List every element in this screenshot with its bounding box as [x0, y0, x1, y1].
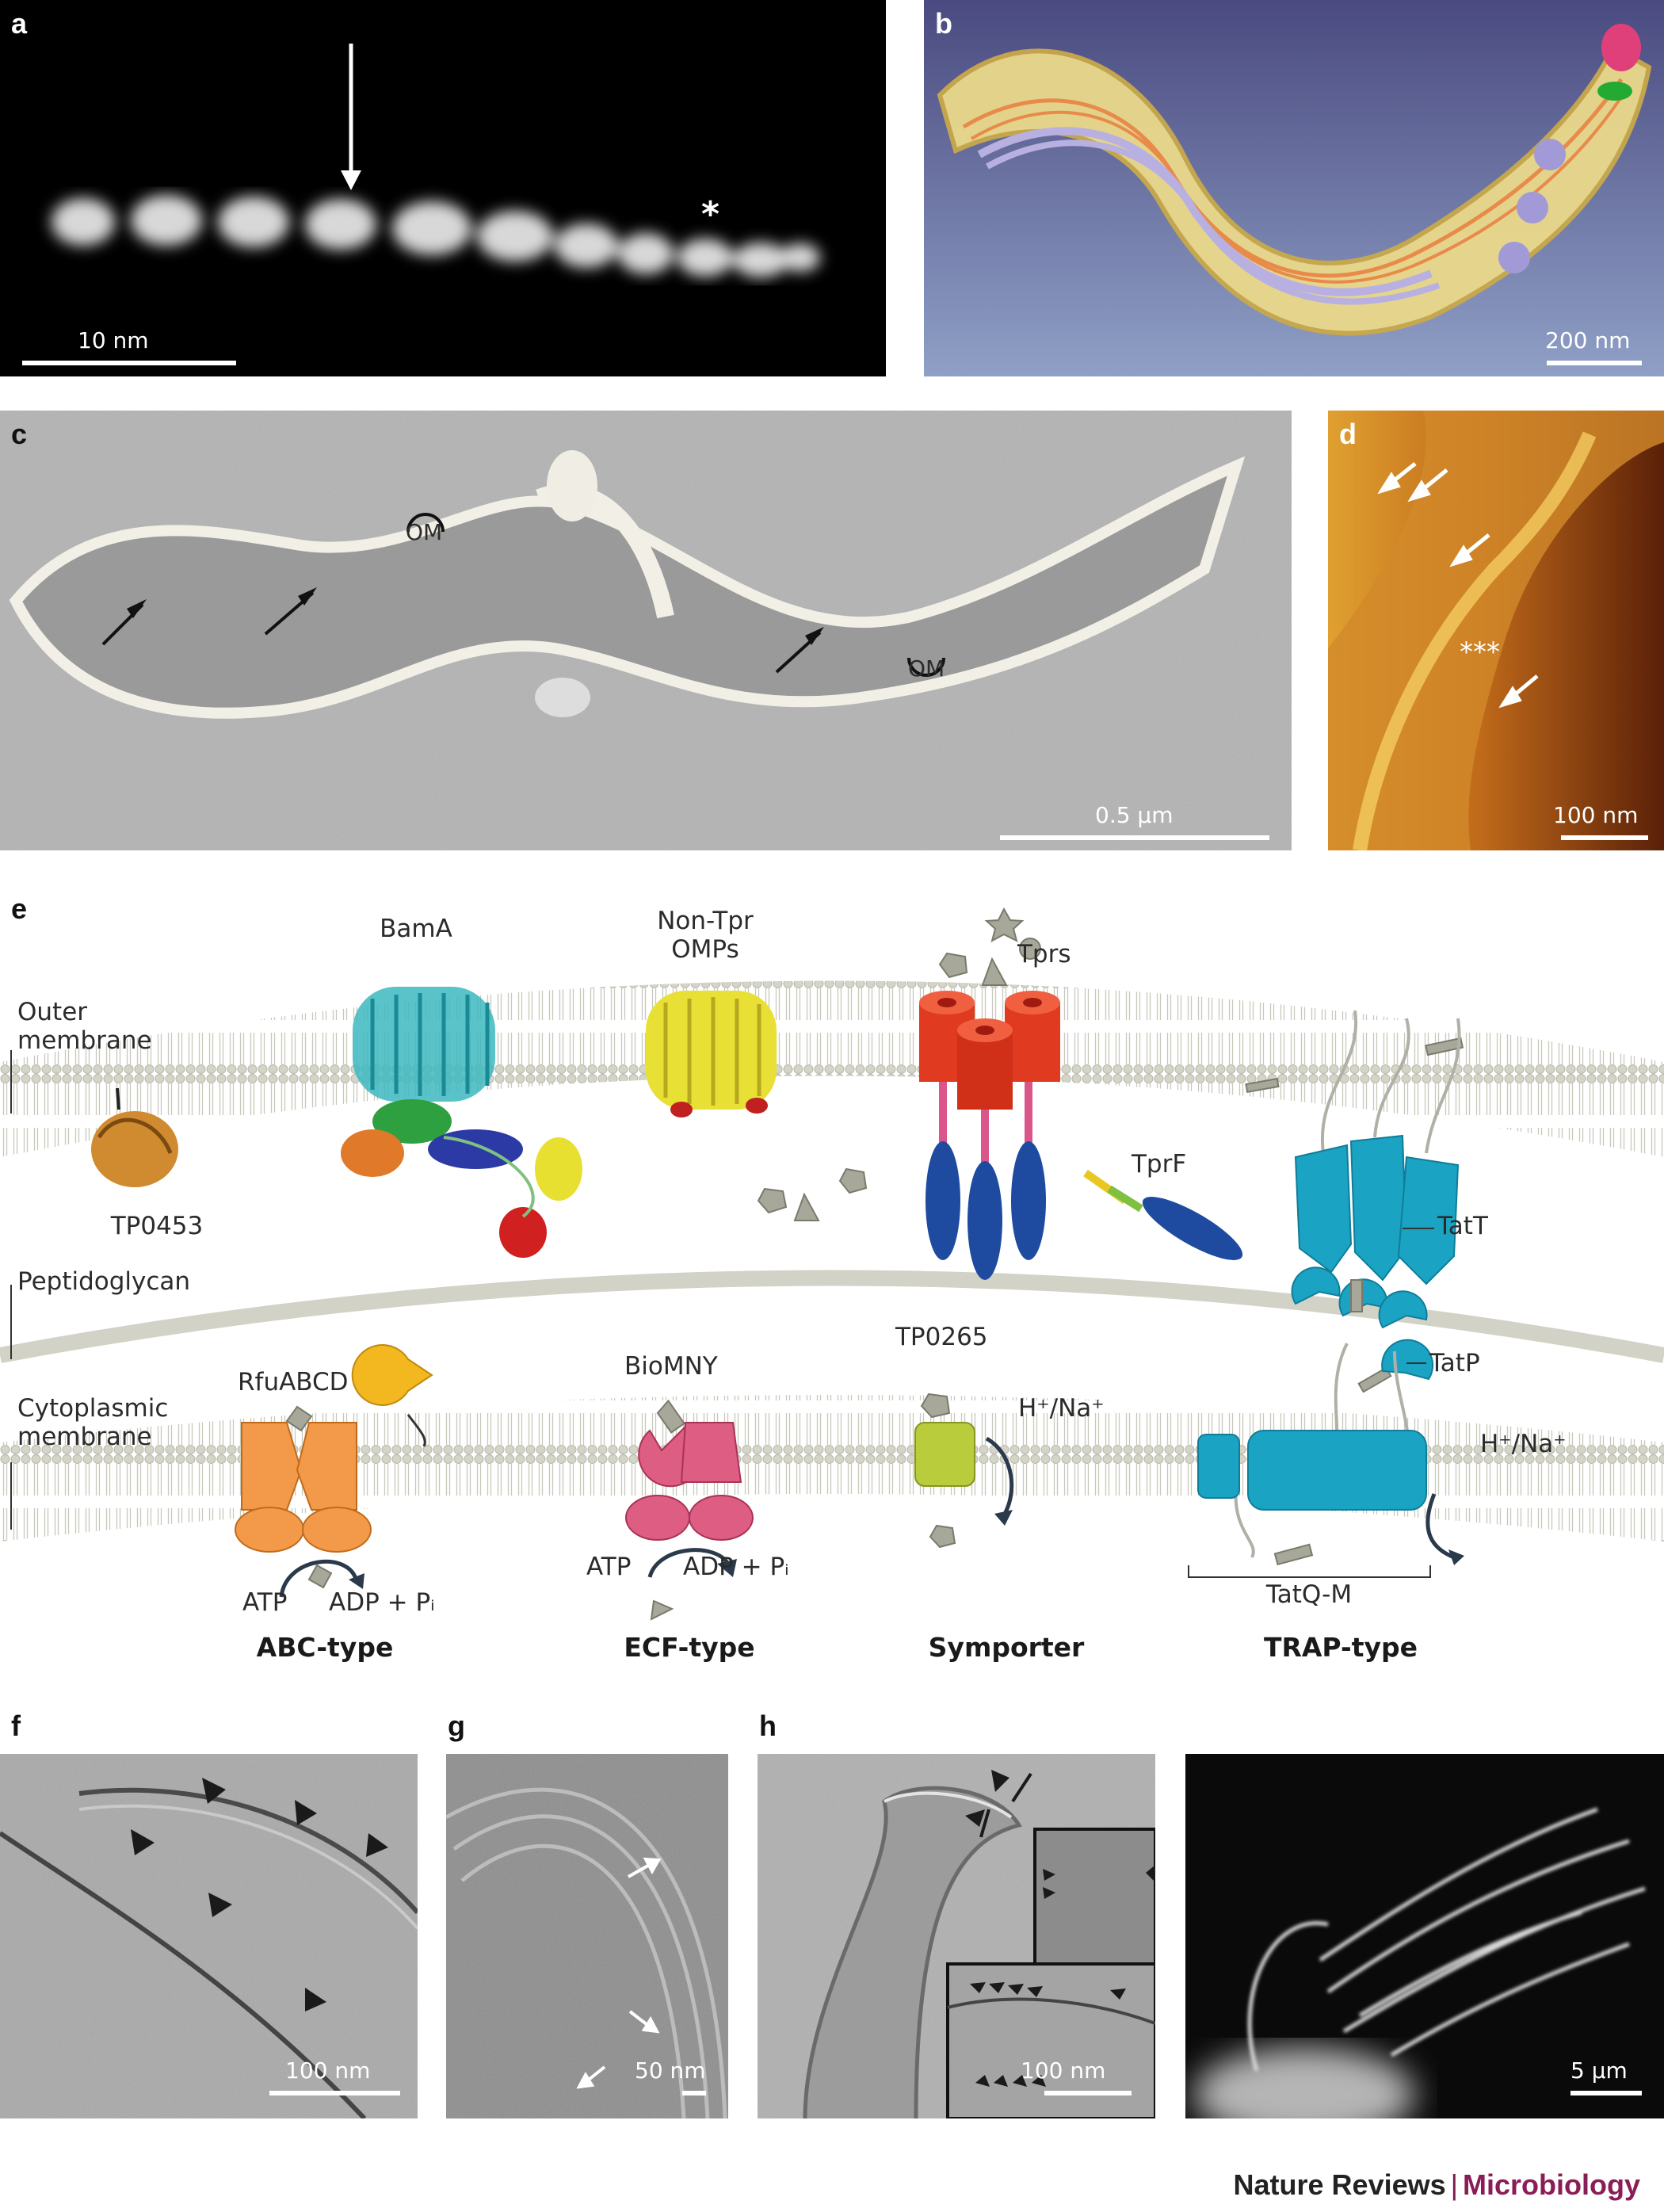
panel-a-image: *	[52, 44, 820, 277]
scalebar-f: 100 nm	[269, 2057, 400, 2095]
footer-separator: |	[1450, 2168, 1458, 2201]
adp-label-1: ADP + Pᵢ	[329, 1588, 435, 1617]
panel-b: b 200 nm	[924, 0, 1664, 376]
tp0265-label: TP0265	[895, 1323, 988, 1351]
scalebar-d: 100 nm	[1553, 802, 1648, 840]
panel-b-image	[937, 24, 1652, 336]
atp-label-2: ATP	[586, 1553, 632, 1581]
om-label-2: OM	[908, 655, 945, 682]
non-tpr-omps-label: Non-Tpr OMPs	[657, 907, 754, 964]
panel-label-h: h	[759, 1710, 777, 1742]
journal-name: Nature Reviews	[1233, 2168, 1446, 2201]
om-label-1: OM	[406, 519, 443, 545]
panel-label-a: a	[11, 7, 28, 40]
tp0265-symporter	[914, 1393, 1014, 1549]
trap-transporter	[1188, 1010, 1464, 1578]
peptidoglycan-label: Peptidoglycan	[17, 1267, 191, 1296]
scalebar-h: 100 nm	[1021, 2057, 1132, 2095]
panel-label-g: g	[448, 1710, 465, 1742]
panel-h: 100 nm	[758, 1754, 1155, 2118]
outer-membrane-label: Outer membrane	[17, 998, 152, 1055]
panel-c: OM OM c 0.5 μm	[0, 411, 1292, 850]
membrane-diagram	[0, 907, 1664, 1621]
bama-label: BamA	[380, 915, 452, 943]
journal-footer: Nature Reviews|Microbiology	[1234, 2168, 1640, 2202]
panel-d: *** d 100 nm	[1328, 411, 1664, 850]
biomny-transporter	[625, 1399, 754, 1621]
tp0453-structure	[91, 1087, 178, 1187]
tatt-label: TatT	[1437, 1212, 1488, 1240]
scalebar-i: 5 μm	[1570, 2057, 1642, 2095]
hna-label-1: H⁺/Na⁺	[1018, 1394, 1105, 1423]
atp-label-1: ATP	[242, 1588, 288, 1617]
ecf-type-label: ECF-type	[624, 1632, 755, 1663]
panel-label-c: c	[11, 418, 28, 450]
rfuabcd-transporter	[235, 1344, 433, 1598]
panel-d-image	[1328, 411, 1664, 850]
panel-h-image	[758, 1754, 1155, 2118]
journal-section: Microbiology	[1463, 2168, 1640, 2201]
tatp-label: TatP	[1429, 1349, 1480, 1377]
biomny-label: BioMNY	[624, 1352, 718, 1381]
tatqm-label: TatQ-M	[1265, 1580, 1353, 1609]
scalebar-c: 0.5 μm	[1000, 802, 1269, 840]
panel-f: 100 nm	[0, 1754, 418, 2118]
tprf-label: TprF	[1132, 1150, 1187, 1179]
rfuabcd-label: RfuABCD	[238, 1368, 349, 1396]
tprs-label: Tprs	[1017, 940, 1071, 968]
panel-label-b: b	[935, 7, 952, 40]
panel-f-image	[0, 1754, 418, 2118]
panel-i-image	[1193, 1807, 1646, 2118]
tprs-structure	[919, 991, 1060, 1280]
panel-g-image	[446, 1754, 728, 2118]
cytoplasmic-membrane-label: Cytoplasmic membrane	[17, 1394, 169, 1451]
panel-g: 50 nm	[446, 1754, 728, 2118]
scalebar-g: 50 nm	[635, 2057, 706, 2095]
non-tpr-omp-structure	[646, 991, 777, 1117]
hna-label-2: H⁺/Na⁺	[1480, 1430, 1567, 1458]
trap-type-label: TRAP-type	[1263, 1632, 1418, 1663]
tp0453-label: TP0453	[110, 1212, 204, 1240]
asterisks-annotation: ***	[1460, 636, 1500, 668]
panel-c-image	[0, 411, 1292, 850]
tprf-structure	[1083, 1169, 1243, 1260]
panel-e: e Outer membrane Peptidoglycan Cytoplasm…	[0, 884, 1664, 1700]
panel-label-f: f	[11, 1710, 21, 1742]
panel-a: * a 10 nm	[0, 0, 886, 376]
adp-label-2: ADP + Pᵢ	[683, 1553, 789, 1581]
asterisk-annotation: *	[701, 194, 719, 235]
bama-structure	[341, 987, 582, 1258]
panel-i: 5 μm	[1185, 1754, 1664, 2118]
scalebar-b: 200 nm	[1545, 327, 1642, 365]
symporter-label: Symporter	[928, 1632, 1085, 1663]
panel-label-e: e	[11, 892, 28, 925]
scalebar-a: 10 nm	[22, 327, 236, 365]
abc-type-label: ABC-type	[256, 1632, 394, 1663]
panel-label-d: d	[1339, 418, 1357, 450]
